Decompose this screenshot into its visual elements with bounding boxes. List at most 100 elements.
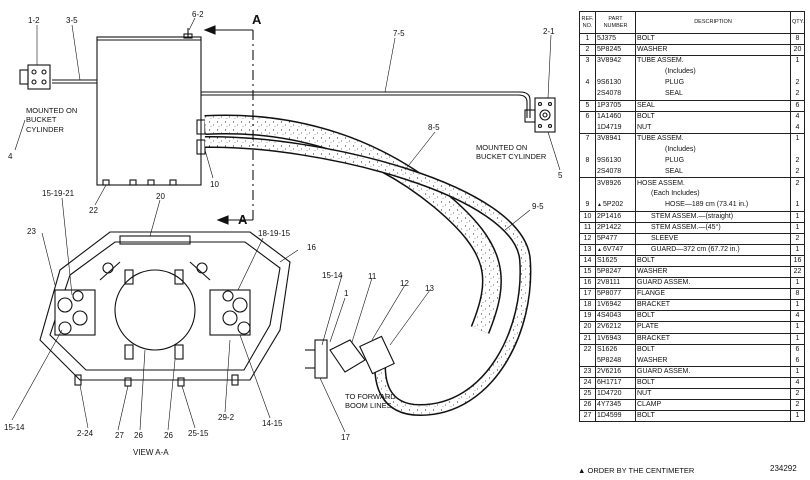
qty-cell: 2 (790, 232, 805, 245)
callout-2-24: 2-24 (77, 429, 94, 438)
description-cell: (Includes) (635, 144, 791, 156)
qty-cell (790, 188, 805, 200)
qty-cell: 2 (790, 77, 805, 89)
view-caption: VIEW A-A (133, 448, 169, 457)
description-text: NUT (637, 390, 652, 398)
qty-cell: 2 (790, 155, 805, 167)
qty-cell: 1 (790, 199, 805, 211)
part-number-cell: 5P477 (595, 232, 636, 245)
ref-cell: 27 (579, 410, 596, 423)
ref-cell: 4 (579, 77, 596, 89)
description-cell: BRACKET (635, 299, 791, 311)
description-cell: WASHER (635, 355, 791, 367)
qty-cell: 8 (790, 32, 805, 45)
callout-10: 10 (210, 180, 219, 189)
qty-cell: 6 (790, 99, 805, 112)
description-cell: BOLT (635, 110, 791, 123)
qty-cell: 1 (790, 332, 805, 345)
part-number-cell: 9S6130 (595, 77, 636, 89)
description-cell: PLUG (635, 155, 791, 167)
ref-cell: 21 (579, 332, 596, 345)
qty-cell: 2 (790, 387, 805, 400)
description-cell: GUARD ASSEM. (635, 277, 791, 289)
callout-3-5: 3-5 (66, 16, 78, 25)
description-text: PLATE (637, 323, 659, 331)
ref-cell: 7 (579, 132, 596, 145)
ref-cell: 5 (579, 99, 596, 112)
description-text: WASHER (637, 356, 668, 364)
qty-cell: 1 (790, 299, 805, 311)
qty-cell: 1 (790, 243, 805, 256)
part-number-cell: 1D4719 (595, 122, 636, 134)
description-cell: STEM ASSEM.—(45°) (635, 221, 791, 234)
description-text: FLANGE (637, 290, 666, 298)
order-by-centimeter-icon: ▲ (597, 246, 602, 253)
description-cell: WASHER (635, 44, 791, 56)
qty-cell: 4 (790, 122, 805, 134)
section-letter-bottom: A (238, 212, 248, 227)
tube-block (96, 36, 202, 186)
part-number-cell: 2S4078 (595, 166, 636, 178)
description-text: HOSE ASSEM. (637, 179, 685, 187)
callout-8-5: 8-5 (428, 123, 440, 132)
description-text: BOLT (637, 256, 655, 264)
part-number-cell: 5P8077 (595, 288, 636, 300)
ref-cell: 22 (579, 343, 596, 356)
part-number-cell: 5P8247 (595, 265, 636, 278)
callout-4: 4 (8, 152, 13, 161)
part-number-cell: ▲5P202 (595, 199, 636, 211)
description-cell: NUT (635, 387, 791, 400)
ref-cell: 15 (579, 265, 596, 278)
description-text: CLAMP (637, 401, 662, 409)
ref-cell: 12 (579, 232, 596, 245)
callout-9-5: 9-5 (532, 202, 544, 211)
callout-29-2: 29-2 (218, 413, 235, 422)
center-boss (114, 269, 196, 351)
callout-11: 11 (368, 272, 377, 281)
qty-cell: 2 (790, 399, 805, 411)
callout-27: 27 (115, 431, 124, 440)
guard-outline (39, 231, 291, 381)
qty-cell: 2 (790, 88, 805, 101)
order-by-centimeter-icon: ▲ (597, 202, 602, 209)
table-row: (Includes) (579, 144, 805, 156)
ref-cell (579, 144, 596, 156)
qty-cell: 1 (790, 132, 805, 145)
description-text: BOLT (637, 35, 655, 43)
table-row: (Each Includes) (579, 188, 805, 200)
callout-1-2: 1-2 (28, 16, 40, 25)
qty-cell: 8 (790, 288, 805, 300)
description-cell: STEM ASSEM.—(straight) (635, 210, 791, 223)
qty-cell: 4 (790, 376, 805, 389)
description-text: (Includes) (665, 68, 696, 76)
qty-cell: 1 (790, 410, 805, 423)
description-cell: BOLT (635, 32, 791, 45)
description-text: (Each Includes) (651, 190, 700, 198)
ref-cell: 14 (579, 254, 596, 267)
qty-cell (790, 66, 805, 78)
description-text: NUT (637, 123, 652, 131)
part-number-cell: 5P8245 (595, 44, 636, 56)
part-number-cell (595, 144, 636, 156)
callout-25-15: 25-15 (188, 429, 209, 438)
description-text: BOLT (637, 378, 655, 386)
part-number-cell: 2V6216 (595, 365, 636, 378)
description-text: BOLT (637, 412, 655, 420)
callout-13: 13 (425, 284, 434, 293)
description-cell: FLANGE (635, 288, 791, 300)
part-number-cell: 3V8926 (595, 177, 636, 189)
qty-cell: 4 (790, 110, 805, 123)
description-cell: (Includes) (635, 66, 791, 78)
description-cell: GUARD ASSEM. (635, 365, 791, 378)
part-number-cell: 1D4720 (595, 387, 636, 400)
callout-15-19-21: 15-19-21 (42, 189, 75, 198)
description-text: SEAL (665, 90, 683, 98)
description-text: (Includes) (665, 145, 696, 153)
description-text: BOLT (637, 112, 655, 120)
